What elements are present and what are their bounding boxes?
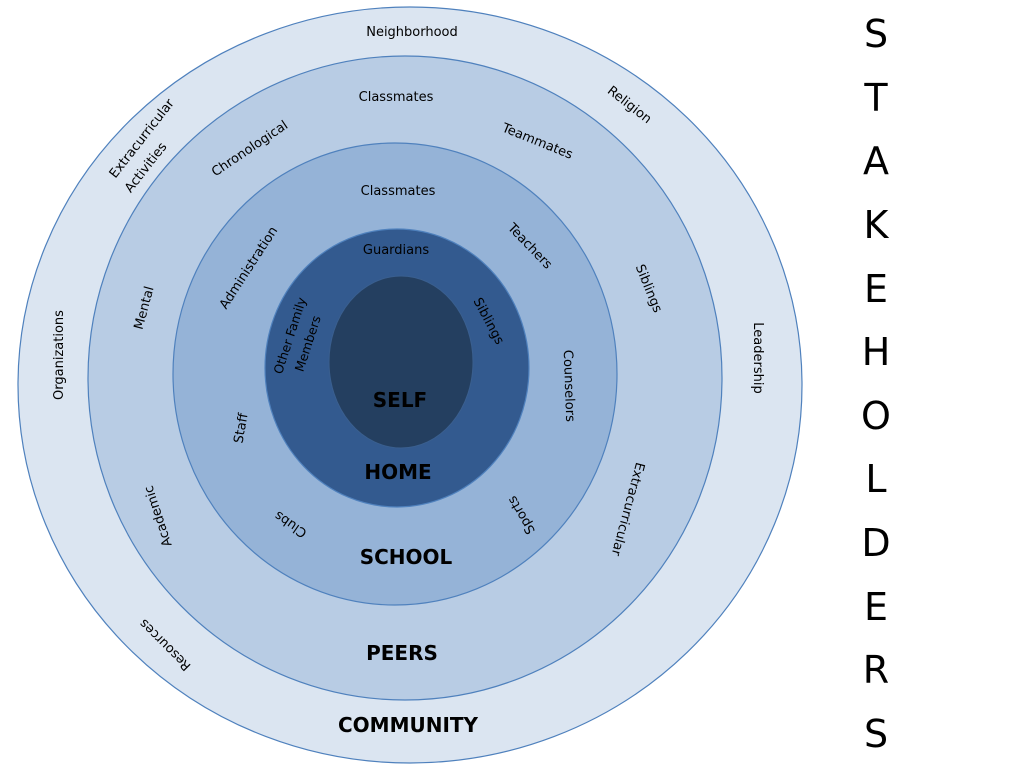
label-peers-classmates: Classmates <box>359 90 434 105</box>
label-neighborhood: Neighborhood <box>366 25 458 40</box>
stakeholders-letter: K <box>863 202 889 247</box>
stakeholders-letter: L <box>865 457 887 502</box>
stakeholders-letter: R <box>862 648 890 693</box>
self-circle <box>328 275 474 449</box>
stakeholders-letter: E <box>863 584 888 629</box>
self-title: SELF <box>373 388 427 412</box>
stakeholders-letter: E <box>863 266 888 311</box>
label-leadership: Leadership <box>750 322 765 393</box>
stakeholders-letter: D <box>861 521 891 565</box>
peers-title: PEERS <box>366 641 438 665</box>
stakeholders-letter: H <box>861 330 891 375</box>
stakeholders-vertical-title: S T A K E H O L D E R S <box>850 14 902 754</box>
stakeholders-letter: T <box>864 75 888 120</box>
stakeholders-letter: O <box>861 393 891 438</box>
community-title: COMMUNITY <box>338 713 479 737</box>
label-counselors: Counselors <box>560 350 578 423</box>
stakeholders-letter: A <box>863 139 889 184</box>
stakeholders-letter: S <box>863 711 889 756</box>
school-title: SCHOOL <box>360 545 453 569</box>
label-organizations: Organizations <box>52 310 67 400</box>
home-title: HOME <box>364 460 431 484</box>
label-staff: Staff <box>232 411 252 444</box>
label-school-classmates: Classmates <box>361 184 436 199</box>
label-guardians: Guardians <box>363 243 429 258</box>
stakeholders-letter: S <box>863 12 889 56</box>
